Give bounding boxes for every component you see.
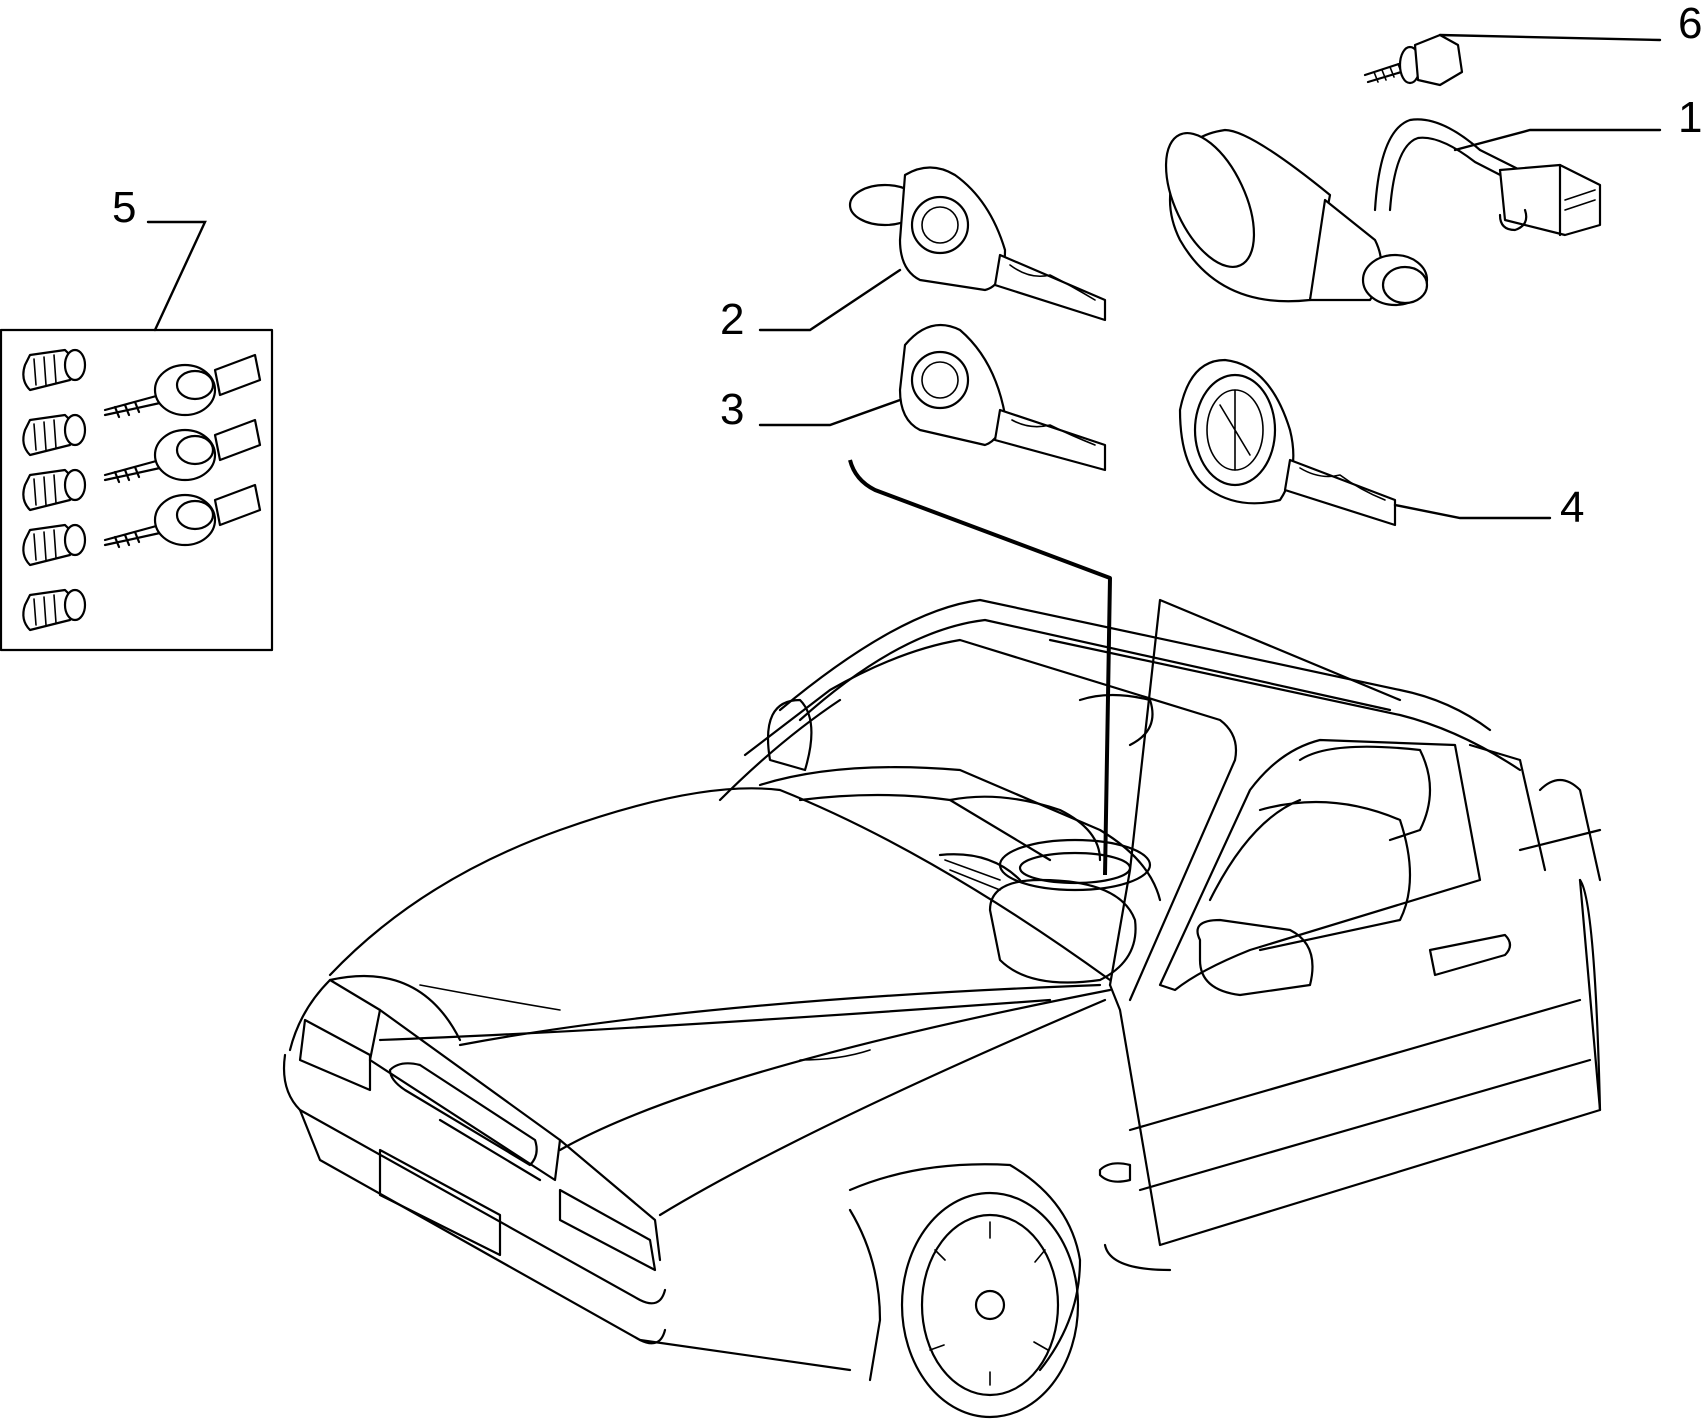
callout-3: 3 — [720, 385, 744, 434]
car-illustration — [282, 598, 1602, 1419]
lock-kit-box — [0, 328, 274, 652]
key-with-brand-badge — [1178, 358, 1397, 527]
callout-1: 1 — [1678, 93, 1702, 142]
key — [898, 323, 1107, 472]
key-with-ring — [848, 166, 1107, 322]
callout-4: 4 — [1560, 483, 1584, 532]
callout-6: 6 — [1678, 0, 1702, 48]
lock-cylinder-icons — [22, 348, 87, 632]
bolt-and-nut — [1363, 33, 1464, 87]
callout-2: 2 — [720, 295, 744, 344]
kit-key-icons — [103, 353, 262, 549]
leader-lines — [146, 33, 1662, 987]
ignition-lock-cylinder — [1164, 118, 1602, 307]
callout-5: 5 — [112, 183, 136, 232]
callout-labels: 6 1 5 2 3 4 — [112, 0, 1702, 532]
